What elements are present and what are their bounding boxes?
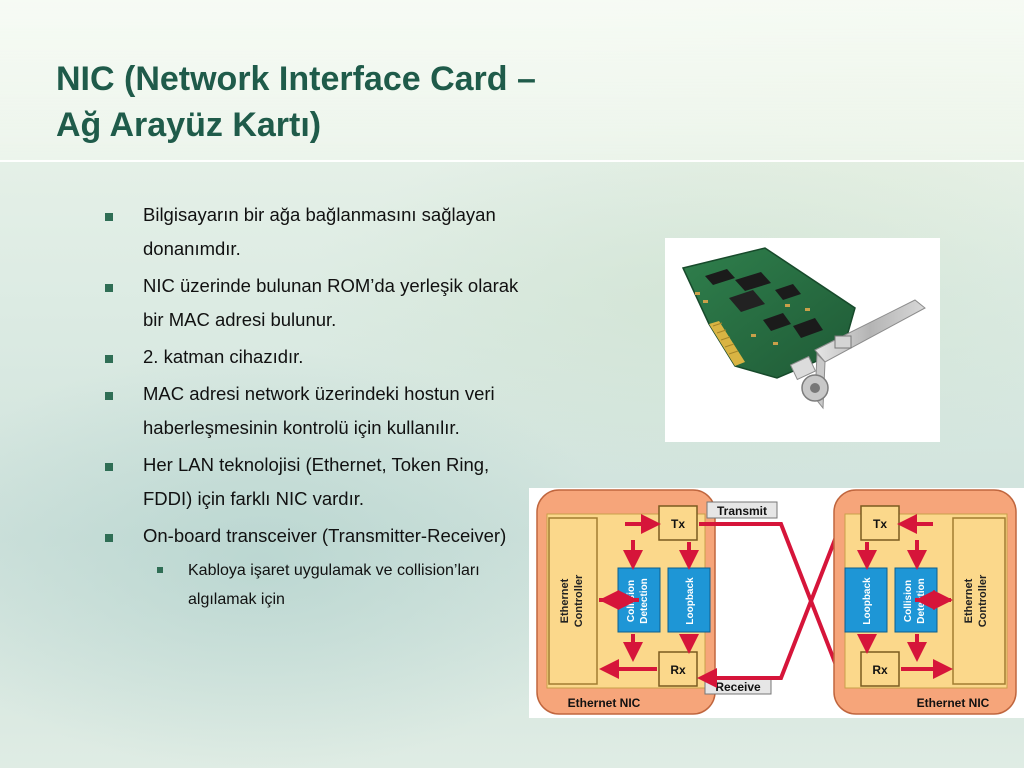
right-tx-box [860,505,900,541]
bullet-text: MAC adresi network üzerindeki hostun ver… [143,383,495,438]
right-tx-label: Tx [873,517,887,531]
left-loopback-label: Loopback [685,577,696,625]
bullet-text: NIC üzerinde bulunan ROM’da yerleşik ola… [143,275,519,330]
right-rx-box [860,651,900,687]
title-line-2: Ağ Arayüz Kartı) [56,106,322,144]
bullet-list: Bilgisayarın bir ağa bağlanmasını sağlay… [100,198,540,614]
ethernet-nic-diagram: Ethernet Controller Tx Rx Collision Dete… [529,488,1024,718]
bullet-square-icon [105,284,113,292]
bullet-text: Bilgisayarın bir ağa bağlanmasını sağlay… [143,204,496,259]
sub-bullet-square-icon [157,567,163,573]
right-signal-arrows [857,514,953,679]
rj45-port [834,335,852,349]
right-nic: Ethernet Controller Tx Rx Loopback Colli… [833,489,1017,715]
bullet-text: 2. katman cihazıdır. [143,346,304,367]
nic-diagram-svg: Ethernet Controller Tx Rx Collision Dete… [536,489,1017,715]
right-controller-label-1: Ethernet [963,578,975,623]
chip [705,269,735,285]
slide-title: NIC (Network Interface Card – Ağ Arayüz … [56,56,756,148]
right-loopback-label: Loopback [862,577,873,625]
left-rx-box [658,651,698,687]
left-nic: Ethernet Controller Tx Rx Collision Dete… [536,489,716,715]
receive-label: Receive [715,680,761,694]
bullet-item: MAC adresi network üzerindeki hostun ver… [100,377,540,445]
bullet-item: NIC üzerinde bulunan ROM’da yerleşik ola… [100,269,540,337]
transmit-label-box [706,501,778,519]
right-rx-label: Rx [872,663,888,677]
right-ethernet-controller [952,517,1006,685]
bullet-square-icon [105,392,113,400]
bullet-item: On-board transceiver (Transmitter-Receiv… [100,519,540,553]
sub-bullet-text: Kabloya işaret uygulamak ve collision’la… [188,562,480,608]
right-nic-label: Ethernet NIC [917,696,990,710]
transmit-label: Transmit [717,504,767,518]
chip [763,313,791,331]
left-controller-label-1: Ethernet [559,578,571,623]
right-collision-label-1: Collision [903,580,914,622]
bullet-text: Her LAN teknolojisi (Ethernet, Token Rin… [143,454,490,509]
nic-card-illustration [681,247,926,410]
bnc-center [810,383,820,393]
controller-chip [729,290,765,312]
chip [775,284,801,300]
bullet-item: Her LAN teknolojisi (Ethernet, Token Rin… [100,448,540,516]
bullet-square-icon [105,534,113,542]
left-nic-label: Ethernet NIC [568,696,641,710]
left-tx-label: Tx [671,517,685,531]
left-loopback-box [667,567,711,633]
left-collision-label-2: Detection [639,578,650,624]
left-rx-label: Rx [670,663,686,677]
bullet-text: On-board transceiver (Transmitter-Receiv… [143,525,507,546]
chip [793,318,823,338]
nic-card-photo [665,238,940,442]
bullet-item: 2. katman cihazıdır. [100,340,540,374]
chip [735,272,771,291]
bullet-item: Bilgisayarın bir ağa bağlanmasını sağlay… [100,198,540,266]
bullet-square-icon [105,355,113,363]
left-ethernet-controller [548,517,598,685]
components [695,292,810,345]
left-controller-label-2: Controller [573,574,585,627]
sub-bullet-item: Kabloya işaret uygulamak ve collision’la… [100,556,540,614]
right-controller-label-2: Controller [977,574,989,627]
bullet-square-icon [105,463,113,471]
title-band [0,0,1024,162]
bnc-body [789,355,817,381]
edge-connector-pins [712,322,739,355]
title-line-1: NIC (Network Interface Card – [56,60,536,98]
bullet-square-icon [105,213,113,221]
left-signal-arrows [599,514,699,679]
